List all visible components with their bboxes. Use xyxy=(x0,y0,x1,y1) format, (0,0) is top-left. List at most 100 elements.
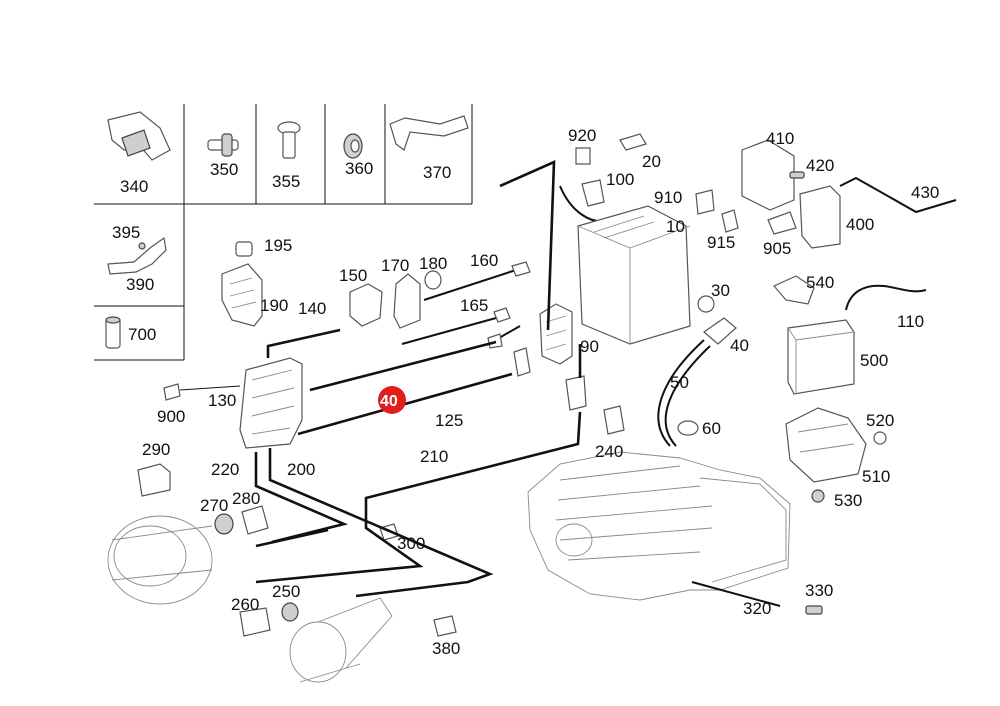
cable-430-part[interactable] xyxy=(839,176,957,214)
tray-510-part[interactable] xyxy=(785,407,867,483)
label-355[interactable]: 355 xyxy=(272,172,300,191)
label-390[interactable]: 390 xyxy=(126,275,154,294)
label-500[interactable]: 500 xyxy=(860,351,888,370)
connector-125-end-part[interactable] xyxy=(513,347,531,377)
bracket-390-part[interactable] xyxy=(107,236,167,275)
label-20-part[interactable] xyxy=(619,133,647,151)
aux-battery-400-part[interactable] xyxy=(799,185,841,249)
battery-500-part[interactable] xyxy=(787,319,855,395)
bracket-410-part[interactable] xyxy=(741,139,795,211)
cable-320-part[interactable] xyxy=(691,581,781,607)
nut-250-part[interactable] xyxy=(281,602,299,622)
cap-280-part[interactable] xyxy=(241,505,269,535)
nut-530-part[interactable] xyxy=(811,489,825,503)
bolt-350-part[interactable] xyxy=(207,133,239,157)
clip-355-part[interactable] xyxy=(277,121,301,159)
vent-hose-40-part[interactable] xyxy=(703,317,737,345)
label-700[interactable]: 700 xyxy=(128,325,156,344)
terminal-cover-30-part[interactable] xyxy=(697,295,715,313)
label-540[interactable]: 540 xyxy=(806,273,834,292)
label-300[interactable]: 300 xyxy=(397,534,425,553)
cap-260-part[interactable] xyxy=(239,607,271,637)
label-140[interactable]: 140 xyxy=(298,299,326,318)
label-190[interactable]: 190 xyxy=(260,296,288,315)
label-900[interactable]: 900 xyxy=(157,407,185,426)
label-430[interactable]: 430 xyxy=(911,183,939,202)
bracket-290-part[interactable] xyxy=(137,463,171,497)
label-280[interactable]: 280 xyxy=(232,489,260,508)
label-10[interactable]: 10 xyxy=(666,217,685,236)
label-195[interactable]: 195 xyxy=(264,236,292,255)
label-920[interactable]: 920 xyxy=(568,126,596,145)
label-320[interactable]: 320 xyxy=(743,599,771,618)
sensor-240-part[interactable] xyxy=(565,375,625,435)
cap-180-part[interactable] xyxy=(424,270,442,290)
label-220[interactable]: 220 xyxy=(211,460,239,479)
label-340[interactable]: 340 xyxy=(120,177,148,196)
prefuse-box-130-part[interactable] xyxy=(239,357,303,449)
label-290[interactable]: 290 xyxy=(142,440,170,459)
nut-360-part[interactable] xyxy=(343,133,363,159)
cable-110-part[interactable] xyxy=(845,284,927,311)
grommet-60-part[interactable] xyxy=(677,420,699,436)
connector-900-part[interactable] xyxy=(163,383,241,401)
bracket-340-part[interactable] xyxy=(107,111,171,161)
label-530[interactable]: 530 xyxy=(834,491,862,510)
label-100[interactable]: 100 xyxy=(606,170,634,189)
label-170[interactable]: 170 xyxy=(381,256,409,275)
selected-hotspot-marker[interactable]: 40 xyxy=(378,386,406,414)
label-520[interactable]: 520 xyxy=(866,411,894,430)
label-150[interactable]: 150 xyxy=(339,266,367,285)
clip-380-part[interactable] xyxy=(433,615,457,637)
hotspot-label[interactable]: 40 xyxy=(380,393,398,410)
label-160[interactable]: 160 xyxy=(470,251,498,270)
clip-195-part[interactable] xyxy=(235,241,253,257)
label-510[interactable]: 510 xyxy=(862,467,890,486)
label-200[interactable]: 200 xyxy=(287,460,315,479)
label-370[interactable]: 370 xyxy=(423,163,451,182)
bracket-370-part[interactable] xyxy=(389,115,469,151)
label-380[interactable]: 380 xyxy=(432,639,460,658)
label-910[interactable]: 910 xyxy=(654,188,682,207)
label-130[interactable]: 130 xyxy=(208,391,236,410)
label-30[interactable]: 30 xyxy=(711,281,730,300)
label-395[interactable]: 395 xyxy=(112,223,140,242)
label-240[interactable]: 240 xyxy=(595,442,623,461)
label-360[interactable]: 360 xyxy=(345,159,373,178)
bolt-330-part[interactable] xyxy=(805,605,823,615)
label-20[interactable]: 20 xyxy=(642,152,661,171)
label-915[interactable]: 915 xyxy=(707,233,735,252)
battery-10-part[interactable] xyxy=(577,205,691,345)
label-270[interactable]: 270 xyxy=(200,496,228,515)
washer-520-part[interactable] xyxy=(873,431,887,445)
label-420[interactable]: 420 xyxy=(806,156,834,175)
label-350[interactable]: 350 xyxy=(210,160,238,179)
label-400[interactable]: 400 xyxy=(846,215,874,234)
label-60[interactable]: 60 xyxy=(702,419,721,438)
label-50[interactable]: 50 xyxy=(670,373,689,392)
cover-540-part[interactable] xyxy=(773,275,815,305)
sensor-100-part[interactable] xyxy=(559,179,611,223)
label-905[interactable]: 905 xyxy=(763,239,791,258)
label-110[interactable]: 110 xyxy=(897,312,924,331)
label-165[interactable]: 165 xyxy=(460,296,488,315)
label-40[interactable]: 40 xyxy=(730,336,749,355)
relay-170-part[interactable] xyxy=(393,273,421,329)
label-180[interactable]: 180 xyxy=(419,254,447,273)
label-250[interactable]: 250 xyxy=(272,582,300,601)
bracket-910-part[interactable] xyxy=(695,189,715,215)
nut-270-part[interactable] xyxy=(214,513,234,535)
hose-50-part[interactable] xyxy=(657,339,711,447)
label-90[interactable]: 90 xyxy=(580,337,599,356)
bracket-905-part[interactable] xyxy=(767,211,797,235)
cover-190-part[interactable] xyxy=(221,263,263,327)
module-150-part[interactable] xyxy=(349,283,383,327)
sensor-920-part[interactable] xyxy=(575,147,591,165)
label-330[interactable]: 330 xyxy=(805,581,833,600)
clip-915-part[interactable] xyxy=(721,209,739,233)
fusebox-90-part[interactable] xyxy=(539,303,573,365)
screw-420-part[interactable] xyxy=(789,171,805,179)
label-260[interactable]: 260 xyxy=(231,595,259,614)
label-125[interactable]: 125 xyxy=(435,411,463,430)
label-210[interactable]: 210 xyxy=(420,447,448,466)
